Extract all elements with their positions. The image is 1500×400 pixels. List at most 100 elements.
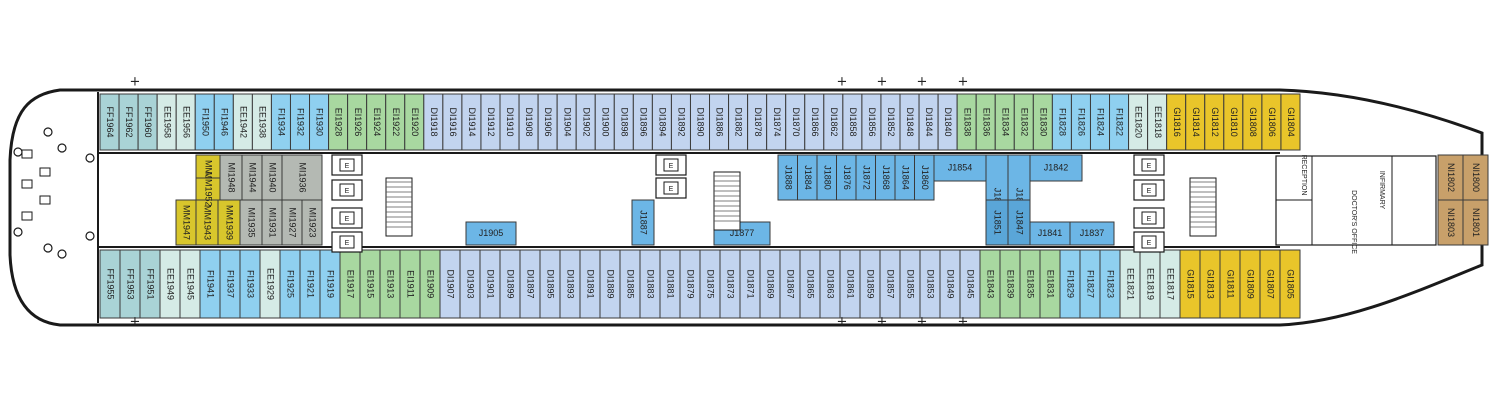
cabin-di1881: DI1881 xyxy=(659,249,681,319)
cabin-label: DI1844 xyxy=(924,107,934,136)
cabin-label: J1887 xyxy=(639,210,649,235)
elevator: E xyxy=(331,231,363,253)
cabin-label: EE1818 xyxy=(1153,106,1163,138)
cabin-label: J1860 xyxy=(920,165,930,190)
cabin-di1899: DI1899 xyxy=(499,249,521,319)
cabin-label: EE1942 xyxy=(238,106,248,138)
cabin-label: DI1893 xyxy=(566,269,576,298)
elevator-letter: E xyxy=(345,216,350,223)
cabin-fi1925: FI1925 xyxy=(279,249,301,319)
cabin-label: J1837 xyxy=(1080,228,1105,238)
cabin-gi1806: GI1806 xyxy=(1261,93,1282,151)
cabin-label: DI1883 xyxy=(646,269,656,298)
cabin-label: FI1933 xyxy=(246,270,256,298)
cabin-label: FI1822 xyxy=(1115,108,1125,136)
cabin-ei1835: EI1835 xyxy=(1019,249,1041,319)
cabin-label: GI1806 xyxy=(1267,107,1277,137)
plus-marker: + xyxy=(877,75,888,90)
elevator: E xyxy=(331,154,363,176)
cabin-ei1911: EI1911 xyxy=(399,249,421,319)
cabin-label: EE1820 xyxy=(1134,106,1144,138)
cabin-di1903: DI1903 xyxy=(459,249,481,319)
cabin-ni1802: NI1802 xyxy=(1437,154,1464,201)
cabin-label: J1868 xyxy=(881,165,891,190)
cabin-di1907: DI1907 xyxy=(439,249,461,319)
plus-marker: + xyxy=(958,315,969,330)
elevator: E xyxy=(331,207,363,229)
cabin-fi1946: FI1946 xyxy=(213,93,234,151)
cabin-label: J1876 xyxy=(842,165,852,190)
cabin-label: DI1871 xyxy=(746,269,756,298)
cabin-label: EE1949 xyxy=(166,268,176,300)
cabin-gi1810: GI1810 xyxy=(1223,93,1244,151)
cabin-label: DI1890 xyxy=(696,107,706,136)
cabin-label: FI1921 xyxy=(306,270,316,298)
cabin-label: FI1919 xyxy=(326,270,336,298)
cabin-label: GI1811 xyxy=(1226,270,1236,299)
cabin-label: NI1800 xyxy=(1471,163,1481,192)
cabin-di1916: DI1916 xyxy=(442,93,463,151)
cabin-label: DI1916 xyxy=(448,107,458,136)
cabin-di1900: DI1900 xyxy=(594,93,615,151)
doctors-office-label: DOCTOR'S OFFICE xyxy=(1350,190,1357,254)
cabin-label: MI1944 xyxy=(248,162,258,192)
elevator: E xyxy=(655,177,687,199)
medical-area-walls xyxy=(1275,155,1437,246)
cabin-di1904: DI1904 xyxy=(556,93,577,151)
cabin-label: DI1875 xyxy=(706,269,716,298)
cabin-label: DI1898 xyxy=(619,107,629,136)
stairwell xyxy=(713,171,741,231)
cabin-label: DI1897 xyxy=(526,269,536,298)
cabin-label: MM1943 xyxy=(203,205,213,240)
cabin-di1859: DI1859 xyxy=(859,249,881,319)
elevator-letter: E xyxy=(1147,163,1152,170)
cabin-label: EI1922 xyxy=(391,108,401,137)
cabin-ff1953: FF1953 xyxy=(119,249,141,319)
cabin-ei1830: EI1830 xyxy=(1032,93,1053,151)
cabin-label: DI1862 xyxy=(829,107,839,136)
cabin-ee1817: EE1817 xyxy=(1159,249,1181,319)
cabin-block xyxy=(281,154,323,201)
elevator: E xyxy=(1133,154,1165,176)
cabin-ni1803: NI1803 xyxy=(1437,199,1464,246)
cabin-label: EE1817 xyxy=(1166,268,1176,300)
cabin-di1867: DI1867 xyxy=(779,249,801,319)
reception-label: RECEPTION xyxy=(1300,155,1307,196)
cabin-label: J1888 xyxy=(783,165,793,190)
cabin-block xyxy=(1069,221,1115,246)
elevator: E xyxy=(331,179,363,201)
cabin-label: EE1929 xyxy=(266,268,276,300)
cabin-label: EI1909 xyxy=(426,270,436,299)
cabin-label: GI1805 xyxy=(1286,269,1296,299)
cabin-label: EE1938 xyxy=(258,106,268,138)
cabin-block xyxy=(933,154,987,182)
cabin-label: FI1930 xyxy=(315,108,325,136)
cabin-ff1951: FF1951 xyxy=(139,249,161,319)
cabin-di1879: DI1879 xyxy=(679,249,701,319)
cabin-label: DI1866 xyxy=(810,107,820,136)
cabin-di1901: DI1901 xyxy=(479,249,501,319)
plus-marker: + xyxy=(917,315,928,330)
suite-mm1952: MM1952 xyxy=(195,171,221,207)
cabin-fi1930: FI1930 xyxy=(309,93,330,151)
cabin-label: EI1835 xyxy=(1026,270,1036,299)
cabin-ei1834: EI1834 xyxy=(994,93,1015,151)
cabin-fi1824: FI1824 xyxy=(1089,93,1111,151)
cabin-label: FI1829 xyxy=(1066,270,1076,298)
cabin-label: FI1823 xyxy=(1106,270,1116,298)
plus-marker: + xyxy=(130,75,141,90)
cabin-label: GI1808 xyxy=(1248,107,1258,137)
cabin-label: EI1831 xyxy=(1046,270,1056,299)
cabin-fi1823: FI1823 xyxy=(1099,249,1121,319)
cabin-fi1950: FI1950 xyxy=(194,93,215,151)
cabin-fi1919: FI1919 xyxy=(319,249,341,319)
infirmary-label: INFIRMARY xyxy=(1378,171,1385,210)
elevator-letter: E xyxy=(345,188,350,195)
cabin-di1866: DI1866 xyxy=(804,93,825,151)
cabin-label: FF1964 xyxy=(105,106,115,137)
cabin-gi1815: GI1815 xyxy=(1179,249,1201,319)
cabin-fi1822: FI1822 xyxy=(1109,93,1130,151)
cabin-label: GI1816 xyxy=(1172,107,1182,137)
cabin-j1864: J1864 xyxy=(894,154,915,201)
